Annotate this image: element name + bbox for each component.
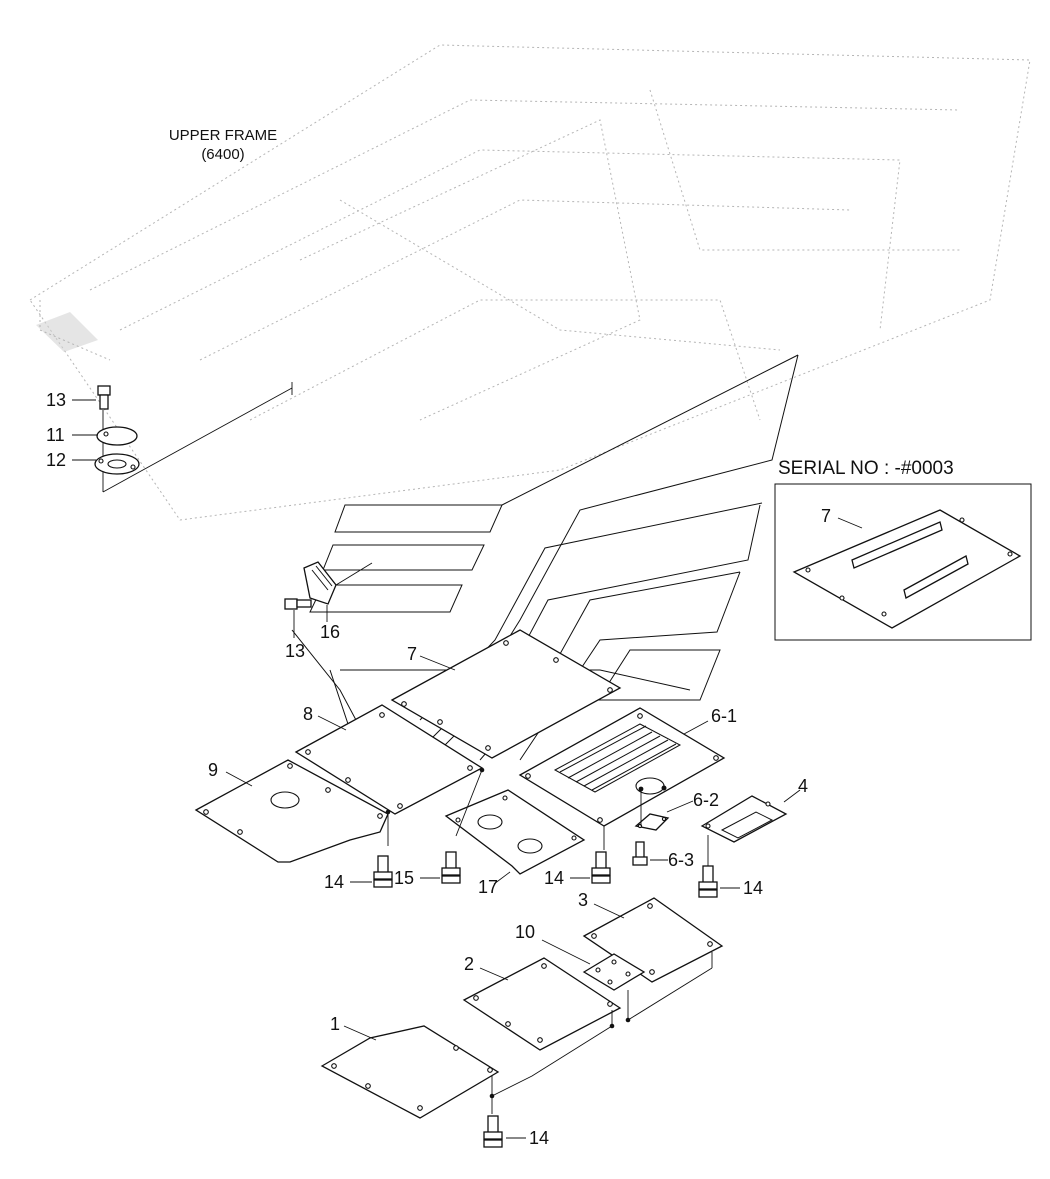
bolt-13-lower: [284, 598, 298, 610]
bolt-6-3: [632, 841, 648, 866]
upper-frame-ghost: [29, 44, 1031, 521]
callout-11: 11: [46, 425, 65, 445]
callout-6-3: 6-3: [668, 850, 694, 870]
bolt-13-shank: [99, 394, 109, 410]
bracket-16: [303, 561, 337, 605]
plate-1: [320, 1025, 500, 1119]
callout-8: 8: [303, 704, 313, 724]
serial-box-title: SERIAL NO : -#0003: [778, 458, 954, 479]
callout-17: 17: [478, 877, 498, 897]
cover-hardware-group: [94, 382, 293, 493]
frame-label-line1: UPPER FRAME: [169, 127, 277, 144]
bolt-14-c: [698, 865, 718, 898]
cover-6-2: [634, 786, 670, 831]
plate-4: [700, 795, 788, 868]
callout-1: 1: [330, 1014, 340, 1034]
callout-13-upper: 13: [46, 390, 66, 410]
plate-17: [444, 789, 586, 875]
frame-label-line2: (6400): [201, 146, 244, 163]
cover-11: [96, 426, 138, 446]
callout-14-b: 14: [544, 868, 564, 888]
callout-2: 2: [464, 954, 474, 974]
bolt-13-head: [97, 385, 111, 396]
plate-7: [390, 629, 622, 759]
inset-plate-7: [792, 509, 1022, 629]
callout-12: 12: [46, 450, 66, 470]
callout-6-1: 6-1: [711, 706, 737, 726]
plate-2: [462, 957, 622, 1051]
bolt-14-a: [373, 809, 393, 888]
callout-6-2: 6-2: [693, 790, 719, 810]
callout-15: 15: [394, 868, 414, 888]
callout-3: 3: [578, 890, 588, 910]
plate-9: [194, 759, 389, 863]
callout-14-a: 14: [324, 872, 344, 892]
callout-7: 7: [407, 644, 417, 664]
serial-inset-box: [774, 483, 1032, 641]
callout-10: 10: [515, 922, 535, 942]
callout-4: 4: [798, 776, 808, 796]
callout-14-d: 14: [529, 1128, 549, 1148]
callout-9: 9: [208, 760, 218, 780]
bolt-14-d: [483, 1096, 503, 1148]
callout-14-c: 14: [743, 878, 763, 898]
bolt-14-b: [591, 826, 611, 884]
callout-7-inset: 7: [821, 506, 831, 526]
plate-10: [582, 953, 646, 1023]
callout-16: 16: [320, 622, 340, 642]
callout-13-lower: 13: [285, 641, 305, 661]
bolt-15: [441, 767, 485, 884]
bracket-16-group: [284, 561, 373, 638]
